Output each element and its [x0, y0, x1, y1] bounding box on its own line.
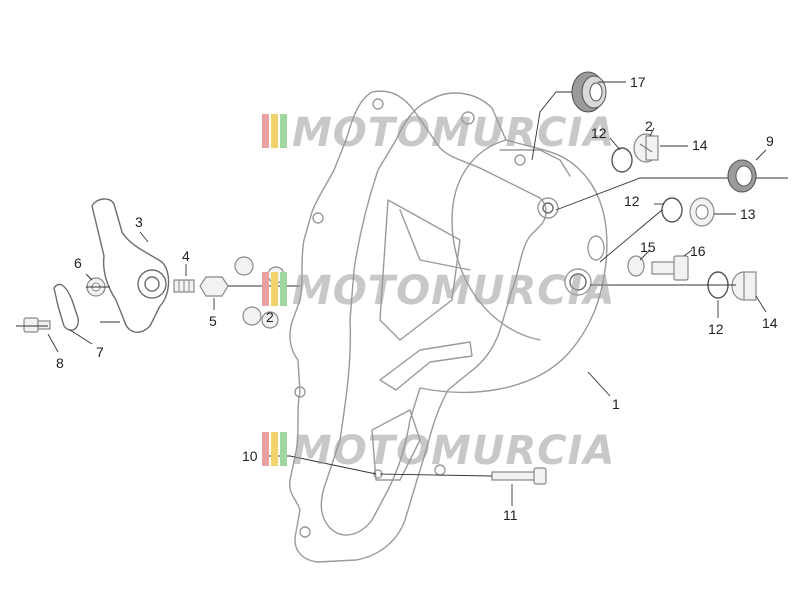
gasket-hole	[372, 98, 384, 110]
nut-5	[199, 276, 229, 297]
spring-clip-7	[53, 283, 79, 331]
callout-17: 17	[630, 74, 646, 90]
watermark-bottom: MOTOMURCIA	[262, 428, 615, 474]
watermark-stripe	[280, 432, 287, 466]
cover-gasket	[288, 90, 547, 563]
oil-seal-17	[571, 71, 607, 113]
watermark-stripe	[271, 272, 278, 306]
callout-4: 4	[182, 248, 190, 264]
callout-12: 12	[591, 125, 607, 141]
watermark-middle: MOTOMURCIA	[262, 268, 615, 314]
callout-9: 9	[766, 133, 774, 149]
o-ring-12b	[661, 197, 683, 223]
callout-1: 1	[612, 396, 620, 412]
leader-lines	[16, 81, 788, 506]
ball-2b	[242, 306, 262, 326]
watermark-stripe	[280, 114, 287, 148]
callout-2: 2	[266, 309, 274, 325]
screw-8	[23, 317, 51, 333]
callout-13: 13	[740, 206, 756, 222]
watermark-text: MOTOMURCIA	[292, 110, 615, 156]
watermark-text: MOTOMURCIA	[292, 428, 615, 474]
callout-14: 14	[762, 315, 778, 331]
gasket-hole	[312, 212, 324, 224]
callout-2: 2	[645, 118, 653, 134]
callout-8: 8	[56, 355, 64, 371]
callout-12: 12	[624, 193, 640, 209]
watermark-stripe	[271, 432, 278, 466]
watermark-stripe	[280, 272, 287, 306]
oil-seal-9	[727, 159, 757, 193]
watermark-stripe	[262, 114, 269, 148]
callout-3: 3	[135, 214, 143, 230]
gasket-hole	[299, 526, 311, 538]
callout-6: 6	[74, 255, 82, 271]
watermark-stripe	[262, 272, 269, 306]
callout-14: 14	[692, 137, 708, 153]
ball-2d	[261, 311, 279, 329]
drain-bolt-16	[651, 255, 689, 281]
gasket-hole	[294, 386, 306, 398]
clutch-cover	[320, 92, 608, 536]
washer-15	[627, 255, 645, 277]
grub-screw-4	[173, 279, 195, 293]
selector-lever	[91, 198, 170, 333]
callout-16: 16	[690, 243, 706, 259]
watermark-stripe	[271, 114, 278, 148]
o-ring-12a	[611, 147, 633, 173]
watermark-top: MOTOMURCIA	[262, 110, 615, 156]
callout-5: 5	[209, 313, 217, 329]
callout-10: 10	[242, 448, 258, 464]
plug-2-14	[633, 133, 659, 163]
callout-11: 11	[503, 507, 518, 523]
callout-12: 12	[708, 321, 724, 337]
bushing-13	[689, 197, 715, 227]
callout-15: 15	[640, 239, 656, 255]
ball-2	[234, 256, 254, 276]
watermark-stripe	[262, 432, 269, 466]
callout-7: 7	[96, 344, 104, 360]
watermark-text: MOTOMURCIA	[292, 268, 615, 314]
plug-14b	[731, 271, 757, 301]
